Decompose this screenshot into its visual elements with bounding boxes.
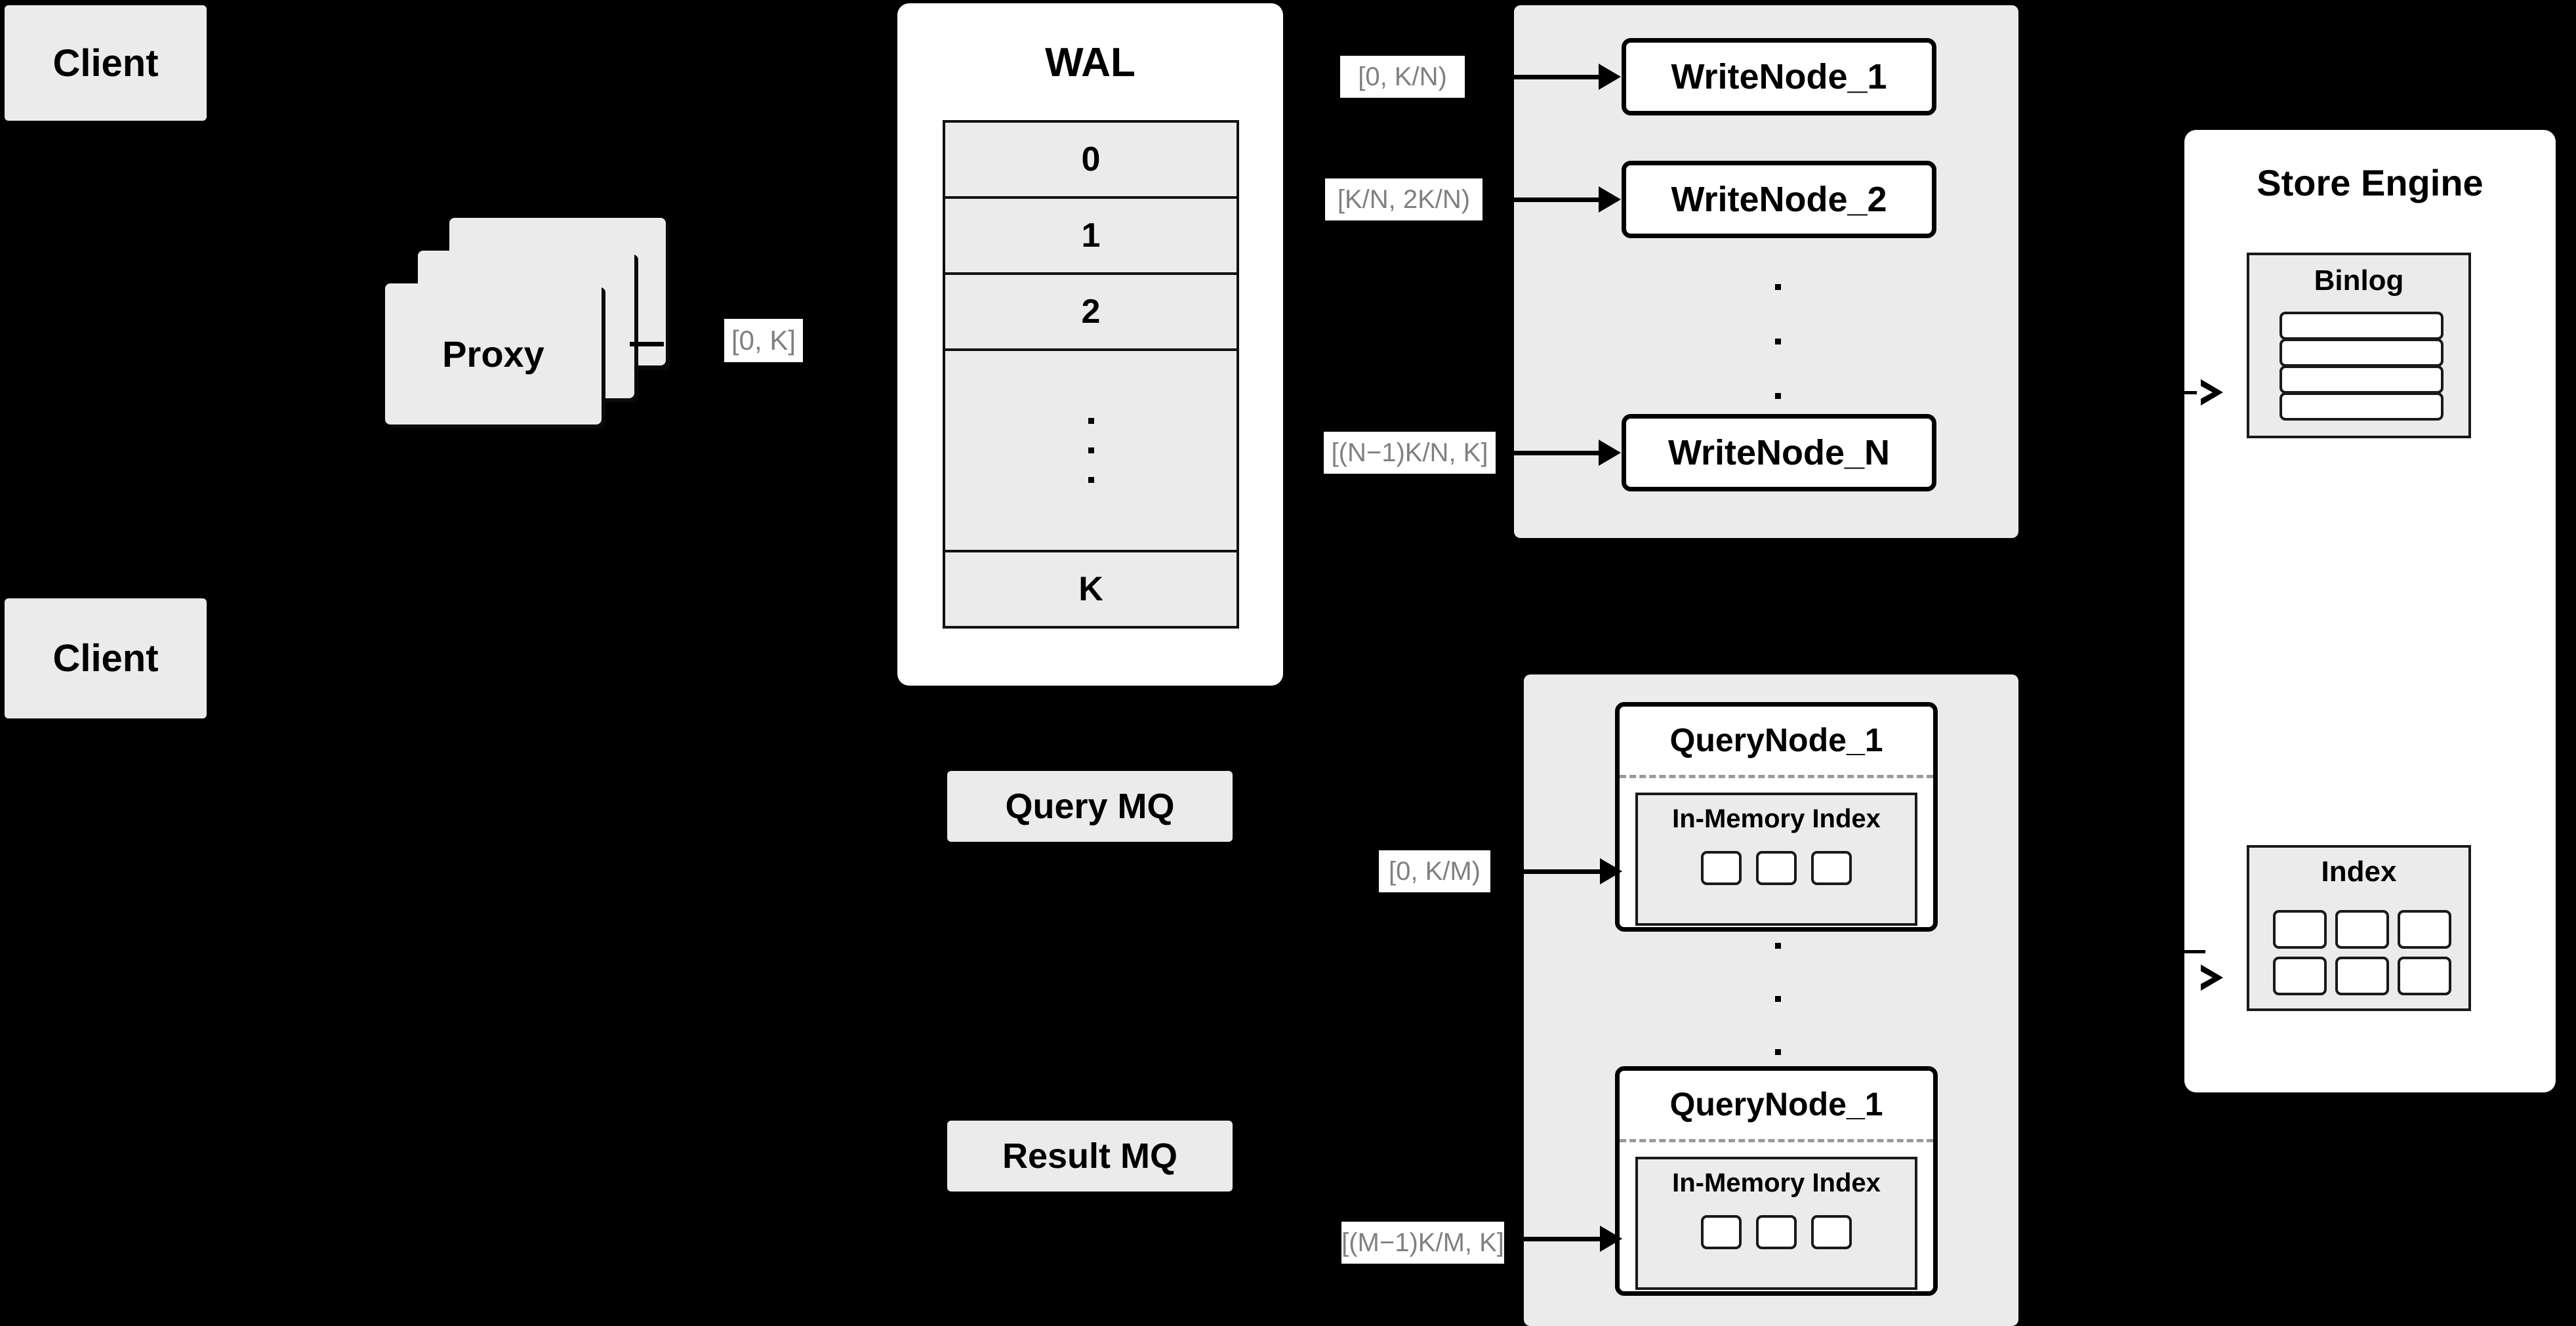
result-mq-node[interactable]: Result MQ	[947, 1121, 1233, 1191]
wal-panel: WAL 0 1 2 K	[897, 3, 1283, 686]
result-mq-label: Result MQ	[1002, 1136, 1178, 1176]
write-to-binlog-arrow-head	[2197, 379, 2223, 405]
query-node-1-label: QueryNode_1	[1669, 722, 1883, 758]
write-node-1-label: WriteNode_1	[1671, 57, 1887, 96]
in-memory-index-segment[interactable]	[1756, 1215, 1797, 1249]
query-node-2[interactable]: QueryNode_1 In-Memory Index	[1615, 1066, 1938, 1296]
query-mq-node[interactable]: Query MQ	[947, 771, 1233, 842]
wal-to-write-node-1-arrow-line	[1501, 75, 1599, 79]
in-memory-index-segment[interactable]	[1811, 851, 1852, 885]
wal-row-label: 2	[1081, 293, 1101, 331]
edge-label-query-node-m: [(M−1)K/M, K]	[1341, 1222, 1504, 1264]
in-memory-index-segment[interactable]	[1756, 851, 1797, 885]
query-node-2-in-memory-index: In-Memory Index	[1635, 1157, 1917, 1290]
query-node-1-in-memory-index: In-Memory Index	[1635, 793, 1917, 926]
index-cell[interactable]	[2335, 910, 2389, 949]
edge-label-query-node-1-text: [0, K/M)	[1388, 857, 1481, 886]
mq-to-query-node-m-arrow-head	[1600, 1226, 1622, 1252]
write-to-binlog-arrow-line	[2177, 391, 2205, 394]
client-node-2[interactable]: Client	[5, 598, 207, 718]
wal-to-write-node-n-arrow-line	[1501, 451, 1599, 455]
mq-to-query-node-1-arrow-head	[1600, 858, 1622, 884]
wal-row[interactable]: 0	[945, 123, 1237, 199]
binlog-entry[interactable]	[2280, 339, 2443, 367]
client-node-1[interactable]: Client	[5, 5, 207, 121]
index-cell[interactable]	[2273, 957, 2327, 995]
store-engine-title: Store Engine	[2257, 162, 2484, 203]
index-cell[interactable]	[2335, 957, 2389, 995]
wal-row-label: 0	[1081, 140, 1101, 179]
in-memory-index-segment[interactable]	[1811, 1215, 1852, 1249]
wal-to-write-node-1-arrow-head	[1599, 64, 1621, 90]
edge-label-write-node-1-text: [0, K/N)	[1358, 62, 1447, 91]
wal-to-write-node-n-arrow-head	[1599, 440, 1621, 466]
binlog-entry[interactable]	[2280, 365, 2443, 394]
query-to-index-arrow-line	[2177, 950, 2205, 953]
proxy-to-wal-connector	[630, 342, 664, 346]
query-node-1-divider	[1620, 775, 1933, 778]
binlog-title: Binlog	[2314, 264, 2404, 297]
edge-label-query-node-1: [0, K/M)	[1379, 850, 1490, 892]
client-node-1-label: Client	[52, 41, 159, 85]
mq-to-query-node-m-arrow-line	[1502, 1237, 1601, 1241]
edge-label-write-node-2-text: [K/N, 2K/N)	[1337, 185, 1471, 214]
binlog-entry[interactable]	[2280, 392, 2443, 421]
index-cells	[2273, 910, 2451, 995]
edge-label-write-node-2: [K/N, 2K/N)	[1325, 178, 1482, 220]
query-node-1-in-memory-index-label: In-Memory Index	[1672, 804, 1881, 833]
in-memory-index-segment[interactable]	[1701, 851, 1742, 885]
index-cell[interactable]	[2398, 957, 2451, 995]
query-node-2-in-memory-index-label: In-Memory Index	[1672, 1169, 1881, 1197]
write-node-2-label: WriteNode_2	[1671, 180, 1887, 219]
query-node-1[interactable]: QueryNode_1 In-Memory Index	[1615, 702, 1938, 932]
edge-label-write-node-n-text: [(N−1)K/N, K]	[1331, 438, 1488, 467]
write-node-n-label: WriteNode_N	[1667, 433, 1891, 472]
client-node-2-label: Client	[52, 637, 159, 680]
wal-row[interactable]: K	[945, 552, 1237, 626]
wal-row[interactable]: 2	[945, 275, 1237, 352]
write-node-n[interactable]: WriteNode_N	[1622, 414, 1936, 491]
index-title: Index	[2321, 856, 2397, 888]
binlog-panel: Binlog	[2247, 253, 2471, 438]
edge-label-write-node-n: [(N−1)K/N, K]	[1324, 432, 1496, 474]
wal-to-write-node-2-arrow-head	[1599, 186, 1621, 213]
edge-label-query-node-m-text: [(M−1)K/M, K]	[1341, 1228, 1504, 1257]
proxy-card-front[interactable]: Proxy	[385, 283, 602, 425]
proxy-label: Proxy	[442, 333, 544, 375]
index-cell[interactable]	[2273, 910, 2327, 949]
proxy-stack[interactable]: Proxy	[384, 218, 672, 434]
mq-to-query-node-1-arrow-line	[1502, 869, 1601, 874]
wal-row[interactable]: 1	[945, 199, 1237, 276]
wal-title: WAL	[1045, 40, 1135, 85]
wal-table: 0 1 2 K	[943, 120, 1239, 629]
edge-label-write-node-1: [0, K/N)	[1340, 56, 1465, 98]
edge-label-proxy-to-wal: [0, K]	[724, 319, 803, 362]
binlog-entry[interactable]	[2280, 312, 2443, 340]
index-panel: Index	[2247, 845, 2471, 1011]
index-cell[interactable]	[2398, 910, 2451, 949]
store-engine-panel: Store Engine Binlog Index	[2184, 130, 2556, 1092]
wal-row-ellipsis	[945, 351, 1237, 552]
write-node-1[interactable]: WriteNode_1	[1622, 38, 1936, 115]
write-nodes-ellipsis-icon	[1765, 279, 1791, 404]
in-memory-index-segment[interactable]	[1701, 1215, 1742, 1249]
vertical-ellipsis-icon	[1088, 418, 1094, 484]
wal-row-label: 1	[1081, 217, 1101, 255]
query-node-2-label: QueryNode_1	[1669, 1086, 1883, 1123]
query-nodes-ellipsis-icon	[1765, 938, 1791, 1060]
query-to-index-arrow-head	[2197, 964, 2223, 991]
edge-label-proxy-to-wal-text: [0, K]	[731, 325, 796, 356]
wal-row-label: K	[1078, 570, 1103, 608]
wal-to-write-node-2-arrow-line	[1501, 197, 1599, 202]
query-node-2-divider	[1620, 1139, 1933, 1142]
write-node-2[interactable]: WriteNode_2	[1622, 161, 1936, 238]
query-mq-label: Query MQ	[1005, 787, 1175, 826]
binlog-entries	[2280, 312, 2443, 423]
